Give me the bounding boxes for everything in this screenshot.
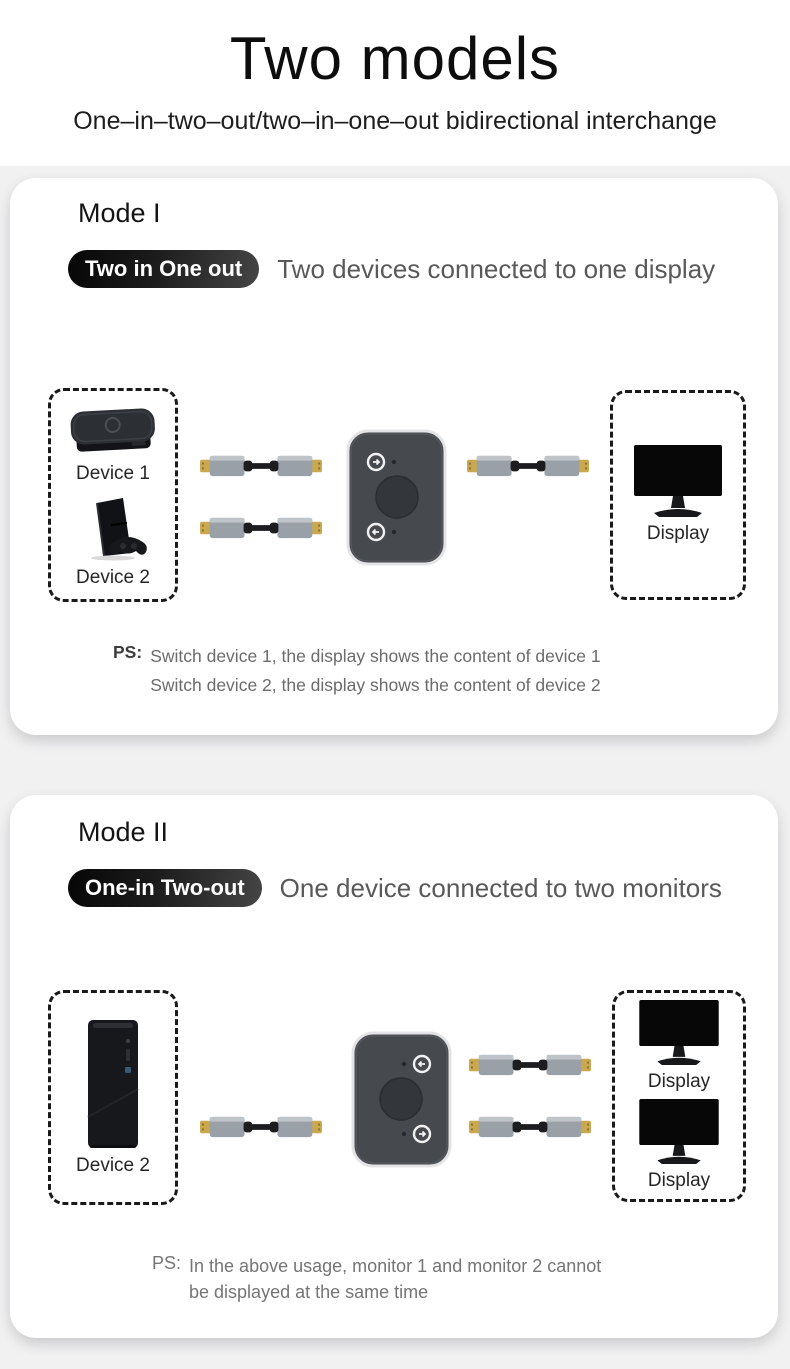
mode1-description: Two devices connected to one display — [277, 253, 716, 284]
display2-label: Display — [647, 1170, 711, 1192]
mode1-badge-row: Two in One out Two devices connected to … — [68, 250, 715, 288]
monitor-icon — [639, 999, 719, 1065]
device2-group: Device 2 — [73, 495, 153, 589]
mode2-ps-note: PS: In the above usage, monitor 1 and mo… — [152, 1253, 601, 1305]
mode2-heading: Mode II — [78, 817, 169, 847]
display-group: Display — [634, 445, 722, 545]
display-label: Display — [646, 523, 710, 544]
ps-lines: In the above usage, monitor 1 and monito… — [189, 1253, 601, 1305]
display1-label: Display — [647, 1070, 711, 1092]
mode2-source-device-box: Device 2 — [48, 990, 178, 1205]
display1-group: Display — [639, 999, 719, 1093]
hdmi-cable-icon — [467, 1112, 593, 1142]
ps-line-1: Switch device 1, the display shows the c… — [150, 646, 601, 666]
mode1-card: Mode I Two in One out Two devices connec… — [10, 178, 778, 735]
device1-group: Device 1 — [65, 401, 161, 485]
mode2-badge-row: One-in Two-out One device connected to t… — [68, 869, 722, 907]
mode2-card: Mode II One-in Two-out One device connec… — [10, 795, 778, 1338]
display2-group: Display — [639, 1099, 719, 1192]
ps-line-2: Switch device 2, the display shows the c… — [150, 675, 601, 695]
mode2-badge: One-in Two-out — [68, 869, 262, 907]
hdmi-switch-device-icon — [345, 428, 448, 567]
page-subtitle: One–in–two–out/two–in–one–out bidirectio… — [73, 107, 717, 135]
ps-line-2: be displayed at the same time — [189, 1282, 429, 1302]
hdmi-cable-icon — [198, 451, 324, 481]
ps-lines: Switch device 1, the display shows the c… — [150, 642, 600, 700]
mode2-displays-box: Display Display — [612, 990, 746, 1202]
device-group: Device 2 — [76, 1018, 150, 1177]
mode1-ps-note: PS: Switch device 1, the display shows t… — [113, 642, 601, 700]
mode1-source-devices-box: Device 1 Device 2 — [48, 388, 178, 602]
mode1-display-box: Display — [610, 390, 746, 600]
hdmi-switch-device-icon — [350, 1030, 453, 1169]
mode2-description: One device connected to two monitors — [279, 872, 722, 903]
page-title: Two models — [229, 25, 561, 92]
ps-prefix: PS: — [113, 642, 143, 662]
hdmi-cable-icon — [465, 451, 591, 481]
pc-tower-icon — [86, 1018, 139, 1149]
device1-label: Device 1 — [76, 463, 150, 484]
hdmi-cable-icon — [467, 1050, 593, 1080]
ps-line-1: In the above usage, monitor 1 and monito… — [189, 1256, 602, 1276]
game-console-icon — [90, 497, 148, 561]
page-header: Two models One–in–two–out/two–in–one–out… — [0, 0, 790, 166]
mode1-heading: Mode I — [78, 198, 161, 228]
ps-prefix: PS: — [152, 1253, 182, 1273]
device2-label: Device 2 — [76, 567, 150, 588]
hdmi-cable-icon — [198, 1112, 324, 1142]
monitor-icon — [639, 1099, 719, 1165]
monitor-icon — [634, 445, 722, 517]
mode1-badge: Two in One out — [68, 250, 260, 288]
set-top-box-icon — [68, 406, 157, 454]
hdmi-cable-icon — [198, 513, 324, 543]
device-label: Device 2 — [76, 1154, 150, 1176]
